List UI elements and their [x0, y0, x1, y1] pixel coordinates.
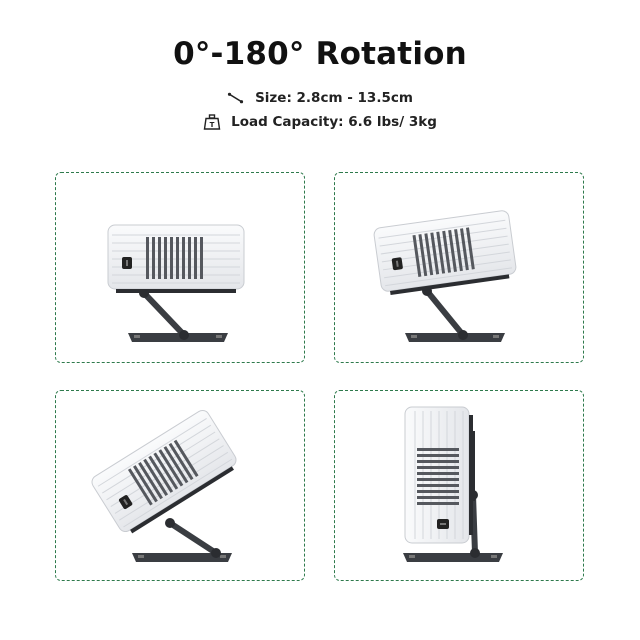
ruler-icon [227, 90, 245, 106]
rotation-panel-slight-tilt [334, 172, 584, 363]
size-spec: Size: 2.8cm - 13.5cm [0, 90, 640, 106]
size-label: Size: 2.8cm - 13.5cm [255, 90, 413, 106]
load-spec: T Load Capacity: 6.6 lbs/ 3kg [0, 114, 640, 130]
weight-icon: T [203, 114, 221, 130]
page-title: 0°-180° Rotation [173, 36, 467, 72]
rotation-panel-vertical [334, 390, 584, 581]
rotation-panel-steep-tilt [55, 390, 305, 581]
svg-text:T: T [210, 121, 215, 129]
load-label: Load Capacity: 6.6 lbs/ 3kg [231, 114, 437, 130]
rotation-panel-level [55, 172, 305, 363]
